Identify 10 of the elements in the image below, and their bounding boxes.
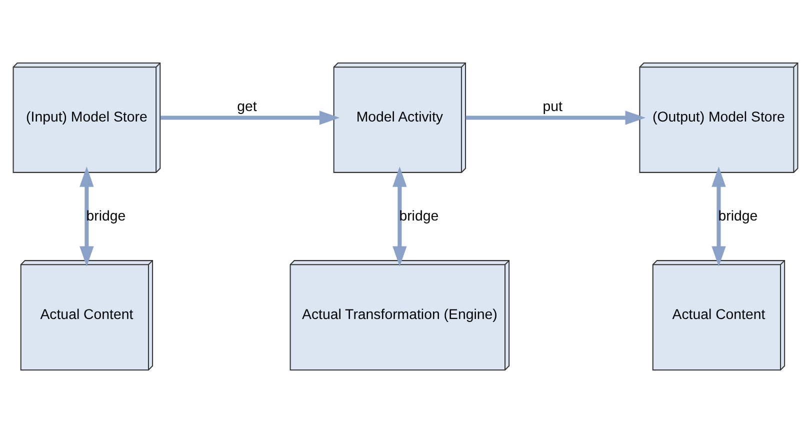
arrow — [392, 166, 407, 266]
arrow — [160, 110, 340, 124]
edge-label: bridge — [86, 208, 126, 224]
arrow — [80, 166, 94, 266]
edge-label: put — [542, 98, 562, 114]
arrow — [466, 110, 646, 124]
arrow — [712, 166, 726, 266]
edge-label: bridge — [718, 208, 758, 224]
edge-label: bridge — [399, 208, 439, 224]
edge-label: get — [237, 98, 257, 114]
